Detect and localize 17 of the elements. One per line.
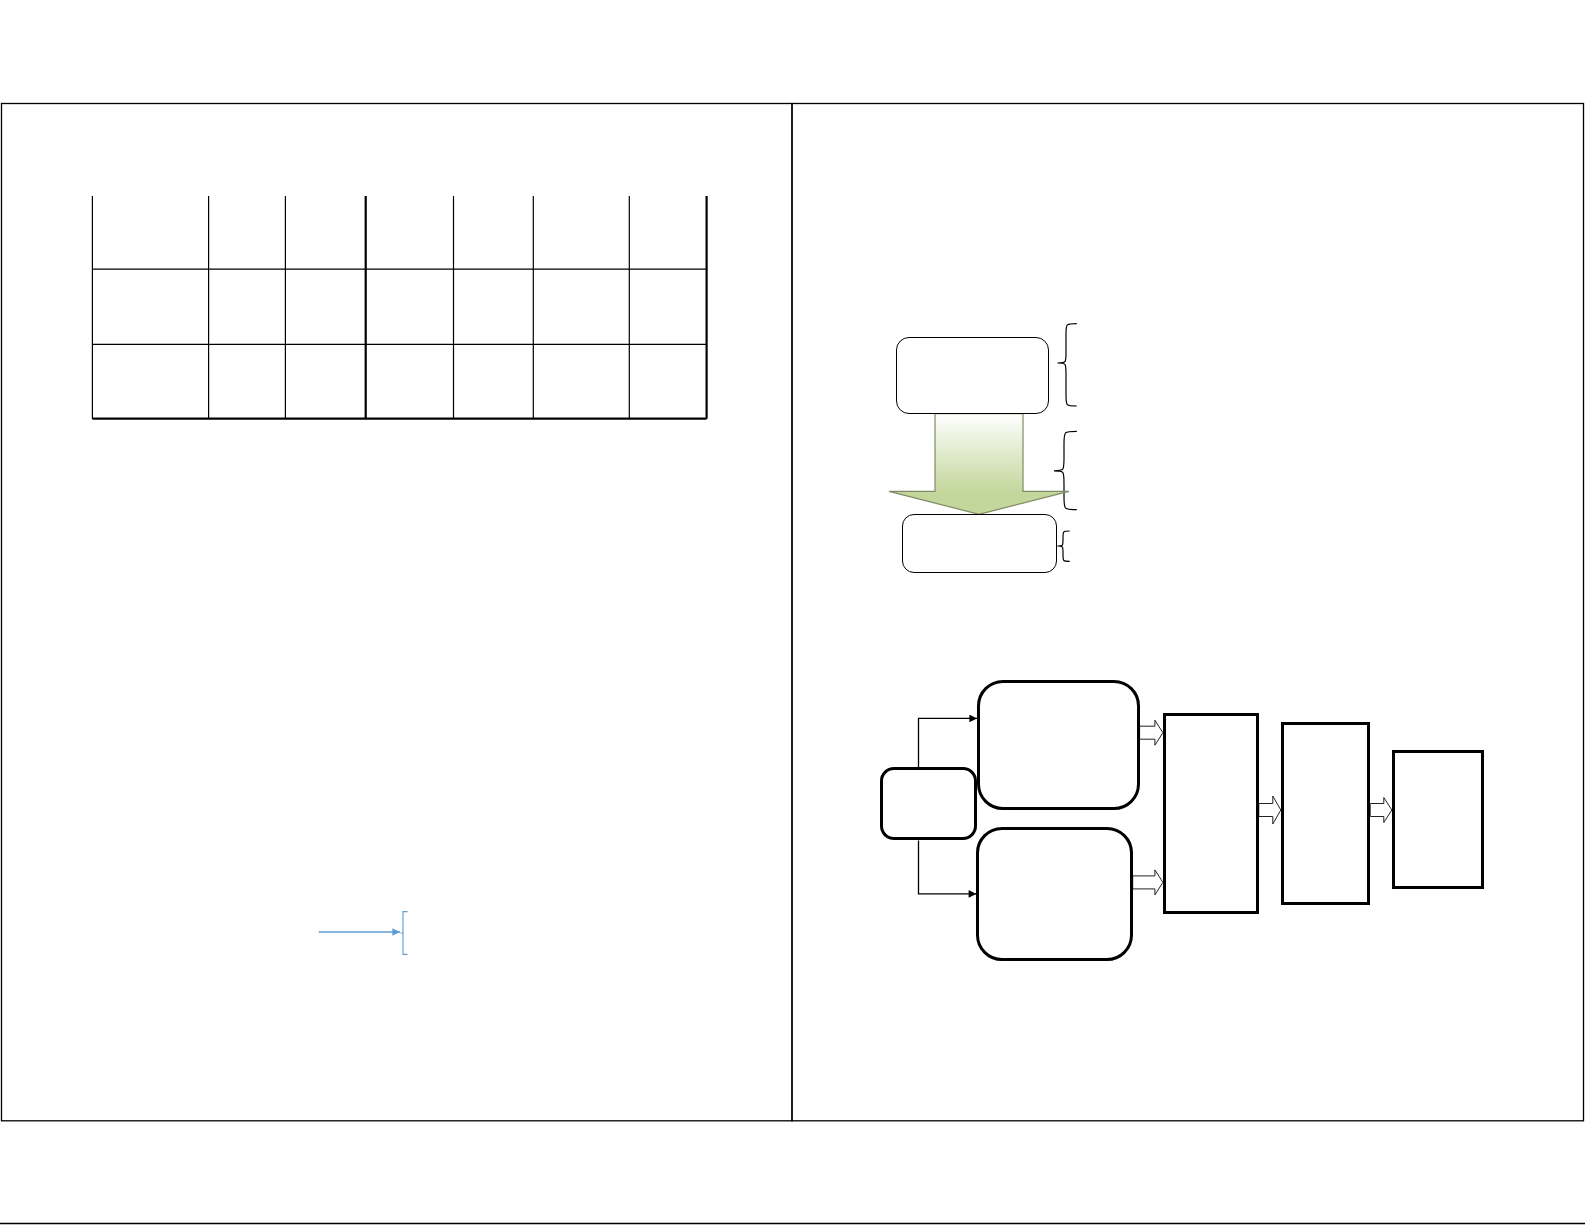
arrow bbox=[917, 714, 978, 768]
arrow bbox=[318, 928, 401, 936]
rounded-box bbox=[880, 767, 978, 841]
block-arrow bbox=[888, 413, 1070, 515]
rounded-box bbox=[977, 680, 1140, 810]
block-arrow bbox=[1258, 795, 1282, 825]
block-arrow bbox=[1132, 869, 1164, 896]
rounded-box bbox=[902, 514, 1057, 574]
block-arrow bbox=[1139, 719, 1164, 746]
process-box bbox=[1162, 713, 1259, 914]
process-box bbox=[1391, 749, 1484, 890]
block-arrow bbox=[1369, 797, 1393, 823]
process-box bbox=[1280, 722, 1371, 905]
rounded-box bbox=[895, 336, 1049, 414]
arrow bbox=[917, 839, 977, 898]
bracket-shape bbox=[400, 910, 408, 955]
rounded-box bbox=[976, 827, 1133, 961]
